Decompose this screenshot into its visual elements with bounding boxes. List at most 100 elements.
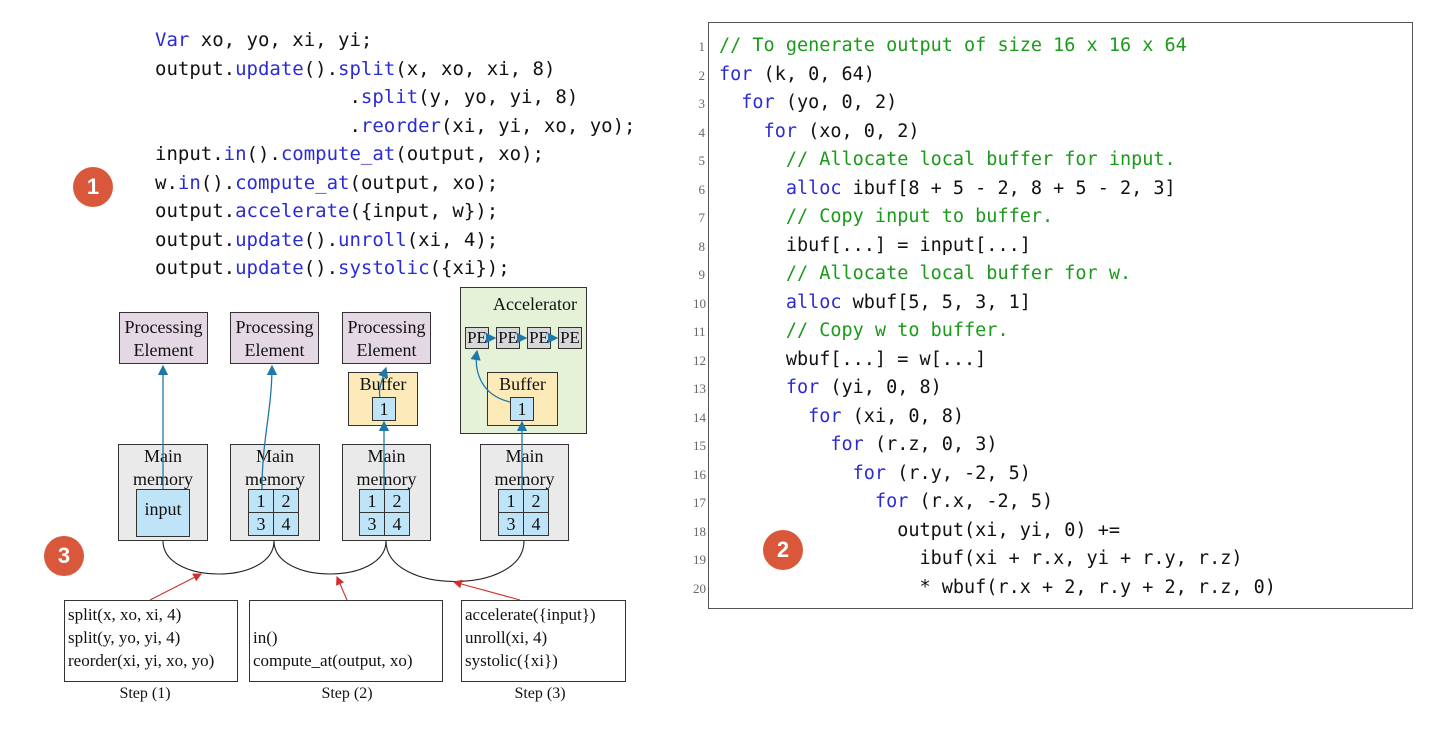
- step1-label: Step (1): [119, 685, 171, 702]
- badge-1: 1: [73, 167, 113, 207]
- line-number: 19: [693, 552, 706, 567]
- input-cell: input: [136, 489, 190, 537]
- step1-pointer: [149, 573, 202, 601]
- accelerator-box: Accelerator: [460, 287, 587, 434]
- schedule-code-line: Var xo, yo, xi, yi;: [155, 29, 373, 51]
- diagram-arrows: [149, 332, 559, 601]
- badge-3: 3: [44, 536, 84, 576]
- step1-line3: reorder(xi, yi, xo, yo): [68, 651, 215, 670]
- arrow-buffer-to-pe-array: [470, 349, 511, 403]
- pe-cell-4: PE: [558, 327, 582, 349]
- line-number: 13: [693, 381, 706, 396]
- step2-pointer: [336, 575, 348, 601]
- memory-label-line2: memory: [494, 469, 555, 489]
- pe-label-line1: Processing: [124, 317, 203, 337]
- pe-label-line1: Processing: [235, 317, 314, 337]
- line-text: for (r.y, -2, 5): [852, 462, 1031, 484]
- line-number: 3: [698, 96, 706, 111]
- line-number: 12: [693, 352, 706, 368]
- line-text: for (xo, 0, 2): [763, 120, 920, 142]
- schedule-code: Var xo, yo, xi, yi; output.update().split…: [155, 26, 635, 283]
- line-number: 4: [698, 124, 706, 140]
- step3-line2: unroll(xi, 4): [465, 628, 548, 647]
- processing-element-2: Processing Element: [230, 312, 319, 364]
- line-number: 7: [698, 210, 706, 225]
- buffer-label: Buffer: [499, 374, 546, 394]
- line-text: wbuf[...] = w[...]: [719, 348, 987, 370]
- memory-label-line1: Main: [505, 446, 544, 466]
- pe-cell-3: PE: [527, 327, 551, 349]
- line-number: 15: [693, 438, 706, 453]
- transition-curve-2: [273, 540, 387, 575]
- step3-line3: systolic({xi}): [465, 651, 558, 670]
- pe-label-line1: Processing: [347, 317, 426, 337]
- line-text: // Allocate local buffer for input.: [785, 149, 1176, 170]
- accelerator-label: Accelerator: [493, 294, 577, 314]
- line-number: 5: [698, 153, 706, 168]
- step1-line1: split(x, xo, xi, 4): [68, 605, 182, 624]
- line-text: alloc wbuf[5, 5, 3, 1]: [785, 291, 1031, 313]
- step1-box: split(x, xo, xi, 4) split(y, yo, yi, 4) …: [64, 600, 238, 682]
- step1-line2: split(y, yo, yi, 4): [68, 628, 181, 647]
- line-text: for (xi, 0, 8): [808, 405, 965, 427]
- memory-label-line2: memory: [245, 469, 305, 489]
- line-number: 20: [693, 580, 706, 596]
- line-number: 8: [698, 238, 706, 254]
- line-text: * wbuf(r.x + 2, r.y + 2, r.z, 0): [719, 576, 1276, 598]
- tile-cell-3: 3: [359, 512, 385, 536]
- line-number: 9: [698, 267, 706, 282]
- schedule-code-line: w.in().compute_at(output, xo);: [155, 171, 499, 194]
- step3-pointer: [452, 579, 521, 601]
- badge-2: 2: [763, 530, 803, 570]
- schedule-code-line: output.update().split(x, xo, xi, 8): [155, 57, 556, 80]
- step2-label: Step (2): [321, 685, 373, 702]
- transition-curve-1: [162, 540, 275, 575]
- processing-element-3: Processing Element: [342, 312, 431, 364]
- lowered-code-panel: 1 // To generate output of size 16 x 16 x…: [693, 22, 1413, 609]
- step2-line1: in(): [253, 628, 278, 647]
- line-number: 16: [693, 466, 706, 482]
- line-number: 11: [693, 324, 706, 339]
- buffer-cell: 1: [372, 397, 396, 421]
- line-text: ibuf[...] = input[...]: [719, 234, 1031, 256]
- buffer-label: Buffer: [359, 374, 407, 394]
- step3-label: Step (3): [514, 685, 566, 702]
- line-text: // To generate output of size 16 x 16 x …: [719, 35, 1187, 56]
- line-text: for (yo, 0, 2): [741, 92, 898, 113]
- pe-label-line2: Element: [133, 340, 194, 360]
- tile-cell-2: 2: [523, 489, 549, 513]
- step2-box: in() compute_at(output, xo): [249, 600, 443, 682]
- line-text: for (r.z, 0, 3): [830, 434, 998, 455]
- schedule-code-line: output.accelerate({input, w});: [155, 200, 499, 222]
- step3-box: accelerate({input}) unroll(xi, 4) systol…: [461, 600, 626, 682]
- main-memory-3: Main memory: [342, 444, 431, 541]
- schedule-code-line: .split(y, yo, yi, 8): [155, 86, 579, 108]
- line-number: 1: [698, 39, 706, 54]
- line-number: 14: [693, 409, 706, 425]
- tile-cell-4: 4: [273, 512, 299, 536]
- accelerator-buffer-cell: 1: [510, 397, 534, 421]
- line-text: for (k, 0, 64): [719, 63, 875, 85]
- line-number: 17: [693, 495, 706, 510]
- line-number: 10: [693, 295, 706, 311]
- tile-cell-4: 4: [384, 512, 410, 536]
- pe-label-line2: Element: [356, 340, 417, 360]
- line-text: // Allocate local buffer for w.: [785, 263, 1132, 284]
- processing-element-1: Processing Element: [119, 312, 208, 364]
- memory-label-line1: Main: [367, 446, 406, 466]
- line-number: 2: [698, 67, 706, 83]
- tile-cell-4: 4: [523, 512, 549, 536]
- schedule-code-line: output.update().systolic({xi});: [155, 257, 510, 279]
- line-text: for (r.x, -2, 5): [874, 491, 1054, 512]
- pe-label-line2: Element: [244, 340, 305, 360]
- line-text: alloc ibuf[8 + 5 - 2, 8 + 5 - 2, 3]: [785, 177, 1176, 199]
- pe-cell-1: PE: [465, 327, 489, 349]
- step3-line1: accelerate({input}): [465, 605, 596, 624]
- arrow-buffer-to-pe: [378, 366, 389, 398]
- tile-cell-3: 3: [248, 512, 274, 536]
- transition-curve-3: [385, 540, 525, 583]
- line-text: output(xi, yi, 0) +=: [719, 519, 1120, 541]
- memory-label-line2: memory: [356, 469, 417, 489]
- line-number: 6: [698, 181, 706, 197]
- line-number: 18: [693, 523, 706, 539]
